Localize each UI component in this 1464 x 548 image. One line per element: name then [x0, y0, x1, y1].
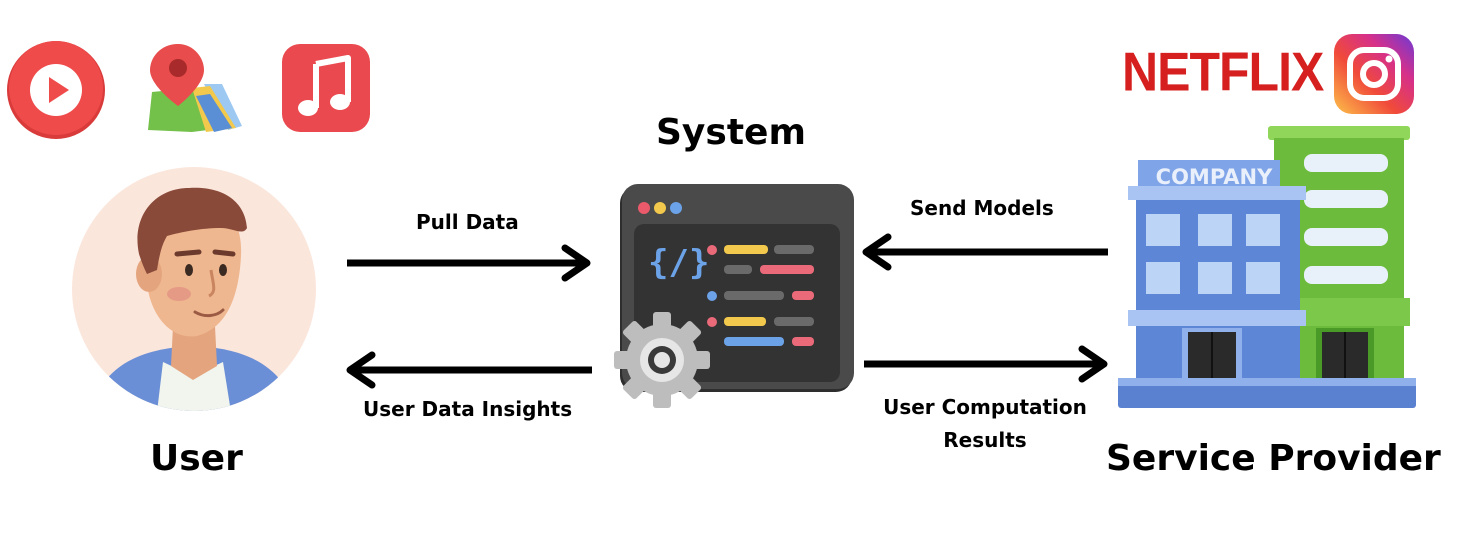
edge-label-user-data-insights: User Data Insights [363, 397, 573, 421]
svg-text:{/}: {/} [648, 243, 709, 283]
edge-label-send-models: Send Models [910, 196, 1054, 220]
system-icon: {/} [614, 184, 854, 408]
arrow-user-computation-results [864, 345, 1108, 383]
instagram-icon [1334, 34, 1414, 114]
user-label: User [150, 438, 243, 479]
music-icon [282, 44, 370, 132]
system-title: System [656, 112, 806, 153]
arrow-pull-data [347, 244, 591, 282]
service-provider-label: Service Provider [1106, 438, 1441, 479]
edge-label-line-1: User Computation [883, 395, 1087, 419]
maps-icon [148, 44, 242, 132]
edge-label-user-computation-results: User Computation Results [870, 391, 1100, 457]
company-building-icon [1118, 126, 1416, 408]
youtube-icon [7, 41, 105, 139]
company-sign: COMPANY [1155, 165, 1273, 189]
arrow-send-models [862, 233, 1108, 271]
arrow-user-data-insights [346, 351, 592, 389]
netflix-logo: NETFLIX [1122, 41, 1324, 103]
edge-label-line-2: Results [943, 428, 1027, 452]
edge-label-pull-data: Pull Data [416, 210, 519, 234]
user-avatar [72, 167, 316, 411]
